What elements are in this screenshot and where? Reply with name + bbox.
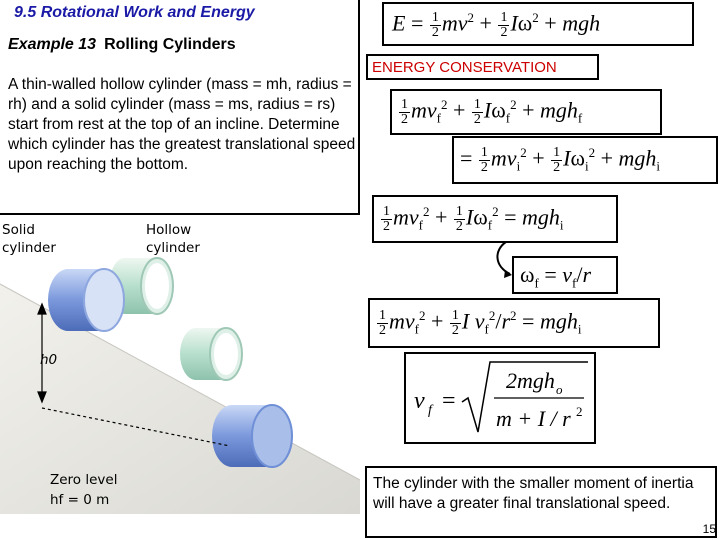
example-title: Example 13 Rolling Cylinders: [8, 36, 236, 54]
conclusion-text: The cylinder with the smaller moment of …: [373, 475, 694, 512]
problem-statement: A thin-walled hollow cylinder (mass = mh…: [8, 76, 356, 173]
vertical-divider: [358, 0, 360, 214]
example-name: Rolling Cylinders: [104, 36, 236, 53]
page-number: 15: [702, 522, 716, 536]
svg-text:v: v: [414, 388, 425, 414]
zero-level-line1: Zero level: [50, 472, 117, 488]
h0-label: h0: [40, 352, 57, 368]
solid-label-line2: cylinder: [2, 240, 56, 256]
svg-text:o: o: [556, 382, 563, 397]
solid-label-line1: Solid: [2, 222, 35, 238]
omega-relation: ωf = vf/r: [520, 262, 592, 291]
section-heading: 9.5 Rotational Work and Energy: [14, 4, 255, 21]
incline-figure: Solid cylinder Hollow cylinder h0 Zero l…: [0, 222, 360, 514]
svg-text:=: =: [442, 388, 456, 414]
final-speed-box: v f = 2mgh o m + I / r 2: [404, 352, 596, 444]
substitution-arrow-icon: [496, 241, 512, 278]
omega-relation-box: ωf = vf/r: [512, 256, 618, 294]
energy-conservation-label: ENERGY CONSERVATION: [366, 54, 599, 80]
solid-cylinder-bottom: [212, 404, 293, 468]
svg-text:f: f: [428, 403, 434, 418]
hollow-cylinder-top: [109, 257, 174, 315]
zero-level-line2: hf = 0 m: [50, 492, 109, 508]
svg-text:m + I / r: m + I / r: [496, 406, 571, 431]
svg-text:2: 2: [576, 404, 583, 419]
svg-text:2mgh: 2mgh: [506, 368, 555, 393]
hollow-cylinder-middle: [180, 327, 243, 381]
height-arrow: [37, 302, 231, 447]
solid-cylinder-top: [48, 268, 125, 332]
example-label: Example 13: [8, 36, 97, 53]
final-speed-equation: v f = 2mgh o m + I / r 2: [414, 361, 588, 433]
hollow-label-line1: Hollow: [146, 222, 191, 238]
conclusion-box: The cylinder with the smaller moment of …: [365, 466, 717, 538]
hollow-label-line2: cylinder: [146, 240, 200, 256]
horizontal-divider: [0, 213, 360, 215]
